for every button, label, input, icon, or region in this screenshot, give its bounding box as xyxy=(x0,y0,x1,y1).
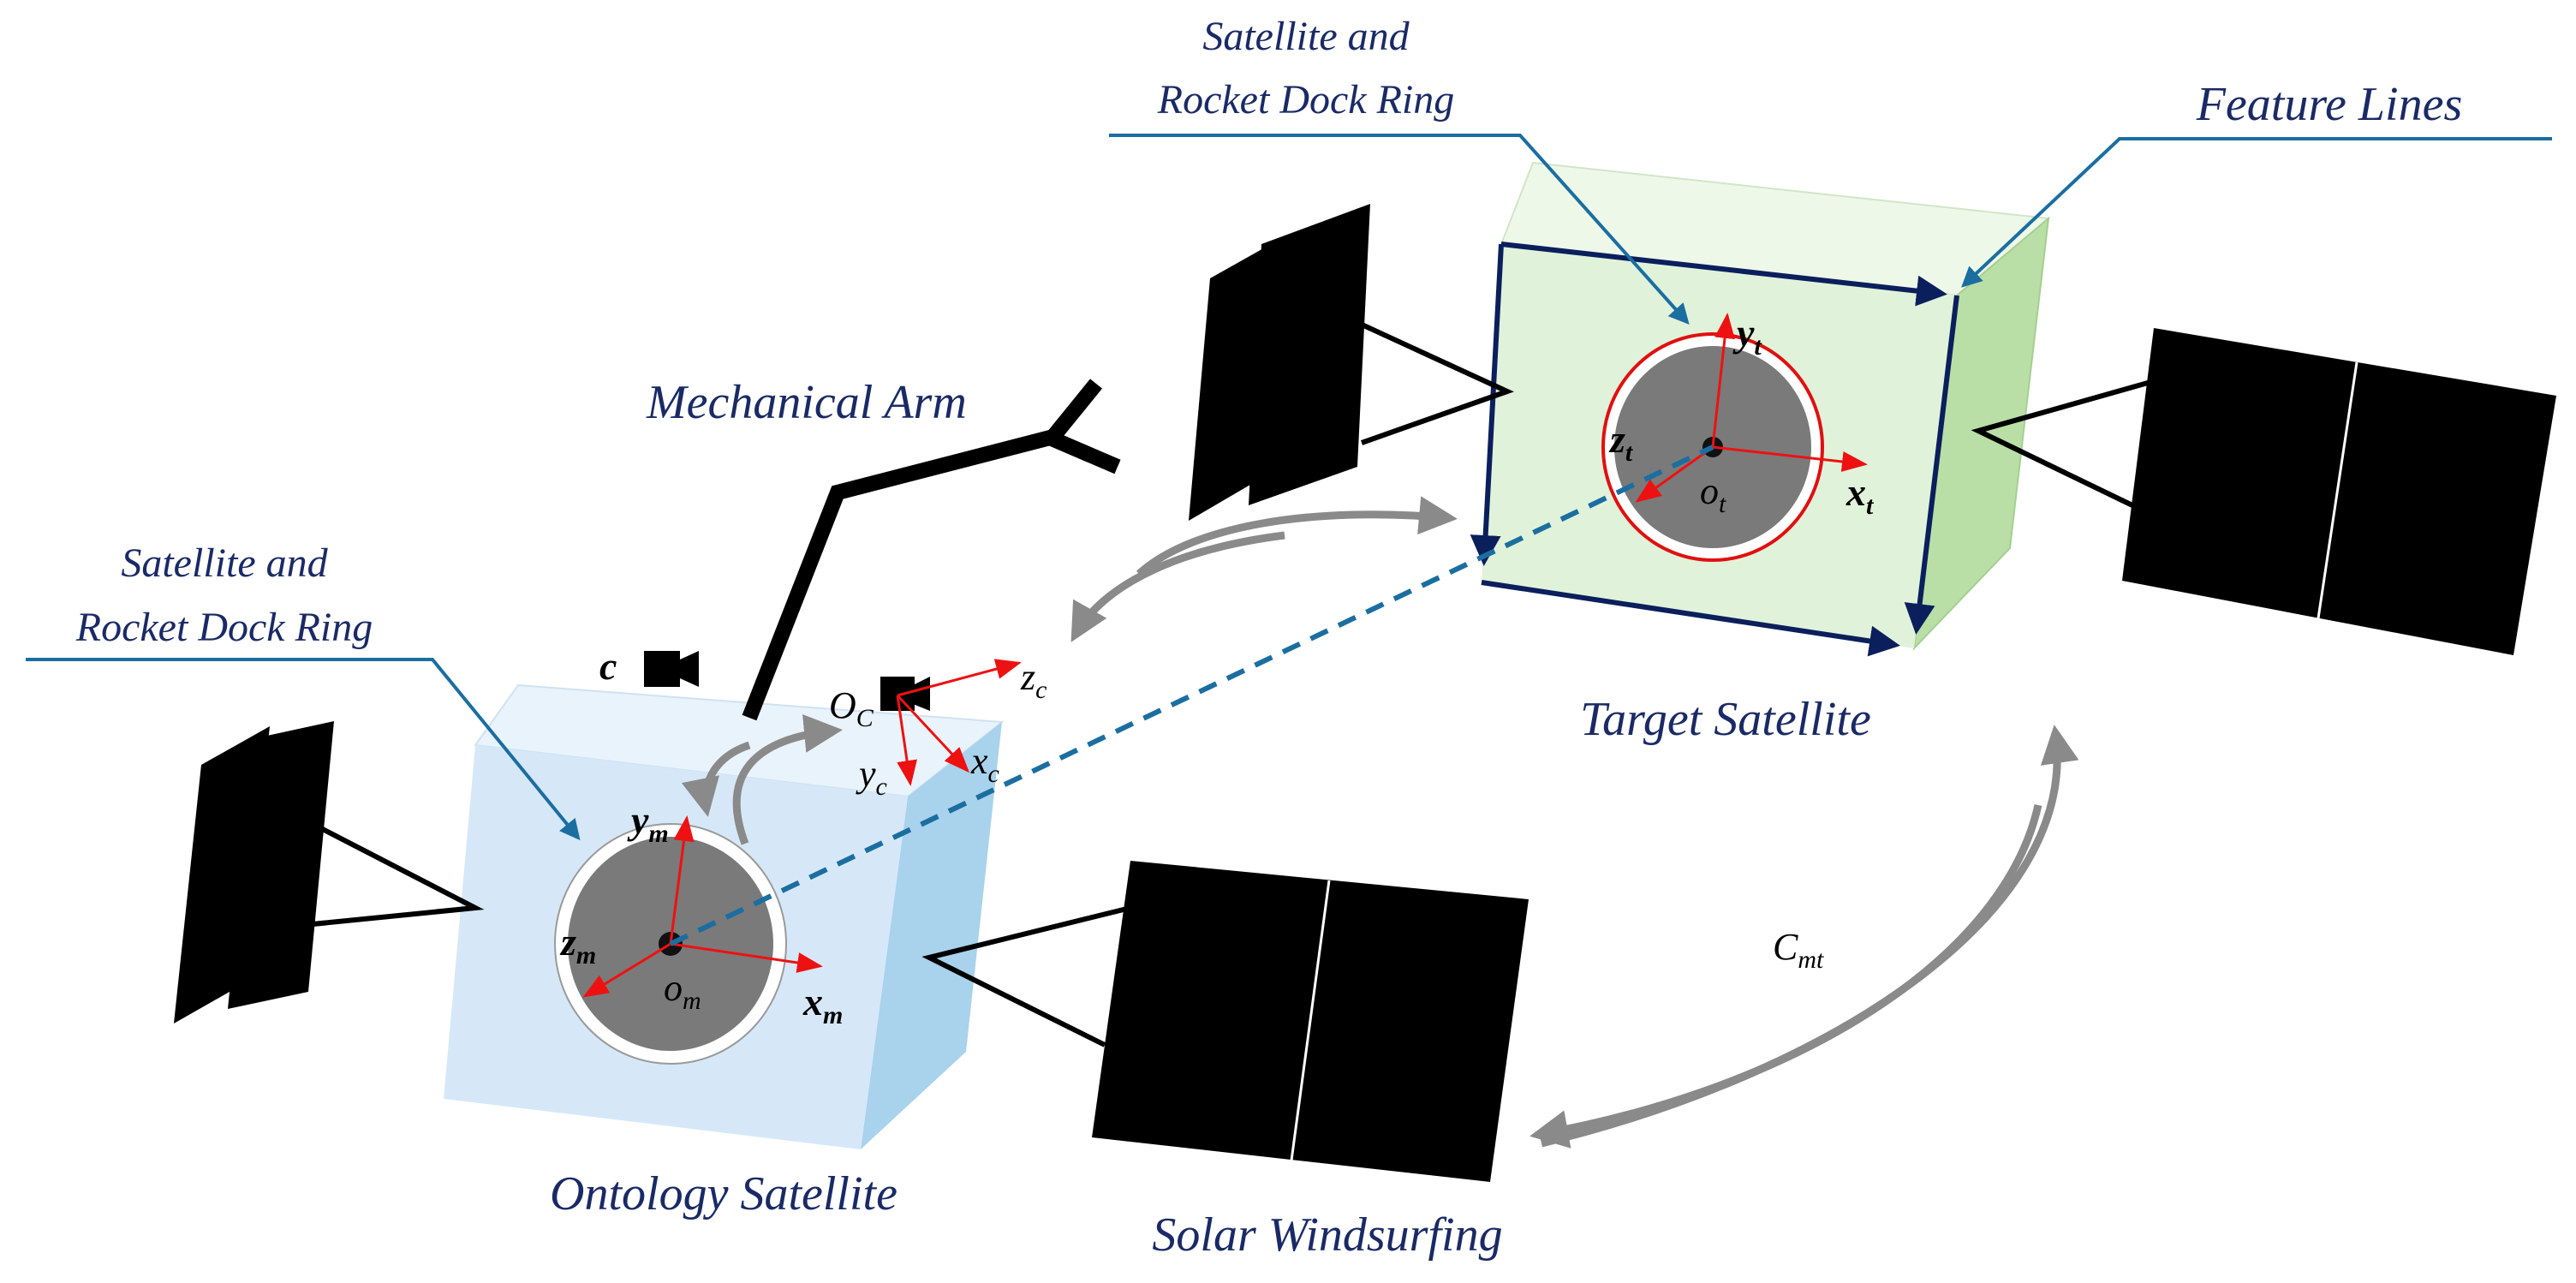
ontology-satellite-label: Ontology Satellite xyxy=(550,1167,897,1220)
ontology-origin-label: om xyxy=(664,967,701,1015)
ontology-satellite: ym zm xm om xyxy=(444,683,1005,1149)
camera-y-label: yc xyxy=(856,753,887,801)
feature-lines-callout xyxy=(1961,137,2552,288)
ontology-x-label: xm xyxy=(802,980,843,1029)
cmt-arrow-b xyxy=(1530,804,2042,1149)
target-origin-label: ot xyxy=(1700,470,1726,518)
ontology-dock-ring-label-line2: Rocket Dock Ring xyxy=(75,605,373,650)
cmt-label: Cmt xyxy=(1773,926,1824,974)
line-of-sight-dashed xyxy=(669,445,1714,946)
ontology-x-axis xyxy=(670,942,823,973)
target-dock-ring-label-line2: Rocket Dock Ring xyxy=(1157,77,1455,122)
camera-x-label: xc xyxy=(970,740,999,788)
camera-y-axis xyxy=(896,695,917,786)
ontology-z-label: zm xyxy=(559,920,596,970)
target-left-solar-panel xyxy=(1189,204,1514,521)
ontology-right-solar-panel xyxy=(921,861,1529,1182)
target-dock-ring-label-line1: Satellite and xyxy=(1202,14,1410,59)
ontology-z-axis xyxy=(582,942,671,998)
feature-lines-label: Feature Lines xyxy=(2196,78,2463,131)
target-satellite: yt zt xt ot xyxy=(1470,161,2051,657)
target-satellite-label: Target Satellite xyxy=(1580,693,1871,746)
camera-x-axis xyxy=(896,694,970,773)
target-y-label: yt xyxy=(1732,311,1762,361)
target-right-solar-panel xyxy=(1971,328,2556,655)
target-z-label: zt xyxy=(1608,417,1634,467)
ontology-y-axis xyxy=(669,815,695,945)
ontology-dock-ring-label-line1: Satellite and xyxy=(121,540,328,586)
target-z-axis xyxy=(1635,445,1714,503)
feature-lines xyxy=(1470,242,1959,657)
arm-to-ring-arrow-a xyxy=(732,714,843,845)
arm-to-ring-arrow-b xyxy=(681,741,751,817)
cmt-arrow-a xyxy=(1540,725,2079,1148)
solar-windsurfing-label: Solar Windsurfing xyxy=(1152,1208,1502,1262)
camera-oc xyxy=(880,677,930,711)
mechanical-arm-label: Mechanical Arm xyxy=(646,376,967,429)
camera-z-label: zc xyxy=(1020,656,1046,704)
camera-z-axis xyxy=(897,659,1022,697)
camera-target-arrow-b xyxy=(1070,531,1285,642)
camera-c xyxy=(644,651,699,687)
camera-c-label: c xyxy=(599,644,617,688)
ontology-dock-ring-callout xyxy=(26,658,581,841)
ontology-satellite-side-face xyxy=(861,722,1002,1149)
mechanical-arm xyxy=(742,379,1121,721)
target-y-axis xyxy=(1711,313,1735,448)
target-x-axis xyxy=(1712,445,1868,472)
ontology-left-solar-panel xyxy=(174,721,485,1023)
camera-origin-label: OC xyxy=(829,684,874,732)
ontology-y-label: ym xyxy=(627,798,669,848)
camera-target-arrow-a xyxy=(1136,496,1458,577)
target-dock-ring-callout xyxy=(1109,134,1690,325)
target-x-label: xt xyxy=(1846,470,1875,520)
